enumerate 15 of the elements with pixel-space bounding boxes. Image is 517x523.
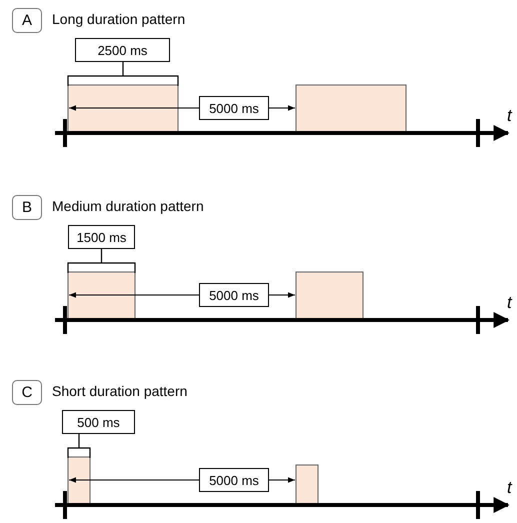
interval-label: 5000 ms (199, 283, 269, 307)
panel-title: Medium duration pattern (52, 198, 204, 214)
axis-label: t (507, 293, 512, 313)
axis-label: t (507, 478, 512, 498)
axis-label: t (507, 106, 512, 126)
duration-label: 2500 ms (75, 38, 170, 62)
interval-label: 5000 ms (199, 96, 269, 120)
interval-label: 5000 ms (199, 468, 269, 492)
panel-title: Long duration pattern (52, 11, 186, 27)
panel-letter: A (12, 8, 42, 33)
panel-letter: B (12, 195, 42, 220)
duration-label: 500 ms (62, 410, 135, 434)
panel-title: Short duration pattern (52, 383, 188, 399)
duration-label: 1500 ms (68, 225, 135, 249)
panel-letter: C (12, 380, 42, 405)
